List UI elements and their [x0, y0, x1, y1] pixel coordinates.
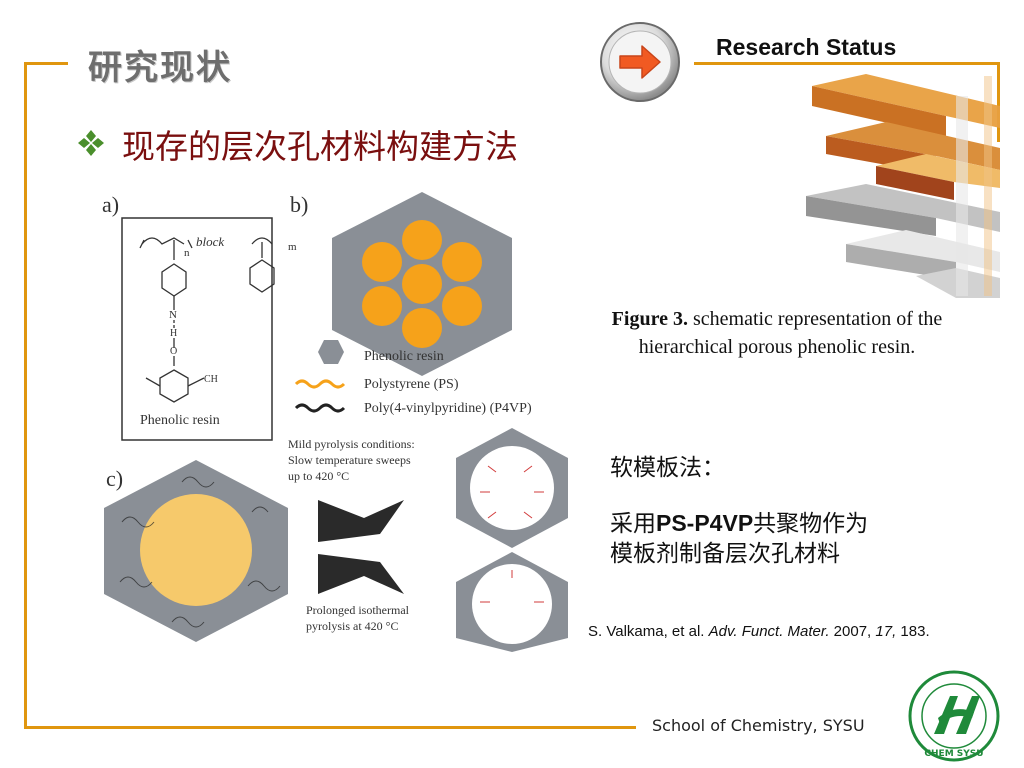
caption-label: Figure 3. [611, 308, 688, 330]
legend-p4vp-label: Poly(4-vinylpyridine) (P4VP) [364, 401, 532, 416]
panel-label-b: b) [290, 192, 308, 217]
subscript-m: m [288, 241, 297, 253]
panel-a-box [121, 217, 273, 441]
panel-label-c: c) [106, 466, 123, 491]
panel-label-a: a) [102, 192, 119, 217]
ch2-label: CH [204, 374, 218, 385]
panel-c-ps-core [140, 494, 252, 606]
mild-conditions-line2: Slow temperature sweeps [288, 453, 411, 467]
atom-h: H [170, 328, 177, 339]
frame-line-bottom [24, 726, 636, 729]
mild-conditions-line1: Mild pyrolysis conditions: [288, 437, 415, 451]
slide-title-en: Research Status [716, 34, 897, 60]
ref-volume: 17, [875, 623, 897, 640]
legend-ps-swatch [294, 379, 346, 389]
frame-line-left [24, 62, 27, 728]
figure-caption: Figure 3. schematic representation of th… [580, 305, 974, 361]
frame-line-top-left [24, 62, 68, 65]
four-diamond-bullet-icon [78, 130, 104, 156]
arrow-right-icon [619, 45, 661, 79]
bullet-heading: 现存的层次孔材料构建方法 [122, 127, 518, 166]
mild-conditions-line3: up to 420 °C [288, 469, 349, 483]
sysu-chem-logo: CHEM SYSU [908, 670, 1000, 762]
ref-year: 2007, [833, 623, 872, 640]
frame-line-top-right [694, 62, 1000, 65]
process-arrows [318, 500, 404, 594]
ref-journal: Adv. Funct. Mater. [708, 623, 830, 640]
subscript-n: n [184, 247, 190, 259]
figure-3-schematic: a) block n m N H O CH Phenolic resin b) … [102, 192, 568, 652]
logo-text-bottom: CHEM SYSU [924, 749, 983, 759]
atom-n: N [169, 309, 177, 321]
soft-template-description: 采用PS-P4VP共聚物作为 模板剂制备层次孔材料 [610, 508, 868, 569]
desc-copolymer: PS-P4VP [656, 510, 754, 536]
footer-school-name: School of Chemistry, SYSU [652, 716, 865, 735]
legend-ps-label: Polystyrene (PS) [364, 377, 459, 392]
desc-suffix: 共聚物作为 [753, 511, 869, 537]
prolonged-conditions-line1: Prolonged isothermal [306, 603, 410, 617]
panel-c-top-pore [470, 446, 554, 530]
legend-p4vp-swatch [294, 403, 346, 413]
ps-p4vp-structure [139, 237, 275, 403]
atom-o: O [170, 346, 177, 357]
desc-prefix: 采用 [610, 511, 656, 537]
reference-citation: S. Valkama, et al. Adv. Funct. Mater. 20… [588, 623, 930, 640]
ref-pages: 183. [900, 623, 930, 640]
ps-domains [362, 220, 482, 348]
desc-line2: 模板剂制备层次孔材料 [610, 541, 840, 567]
ref-authors: S. Valkama, et al. [588, 623, 705, 640]
prolonged-conditions-line2: pyrolysis at 420 °C [306, 619, 398, 633]
panel-a-resin-label: Phenolic resin [140, 413, 220, 428]
block-label: block [196, 234, 224, 249]
soft-template-label: 软模板法： [610, 455, 725, 481]
decorative-3d-bars [806, 74, 1000, 298]
slide-title-cn: 研究现状 [88, 48, 232, 88]
panel-c-bottom-pore [472, 564, 552, 644]
frame-line-right [997, 62, 1000, 142]
next-button[interactable] [598, 20, 682, 104]
legend-phenolic-label: Phenolic resin [364, 349, 444, 364]
legend-phenolic-swatch [318, 340, 344, 364]
caption-text: schematic representation of the hierarch… [638, 308, 943, 358]
